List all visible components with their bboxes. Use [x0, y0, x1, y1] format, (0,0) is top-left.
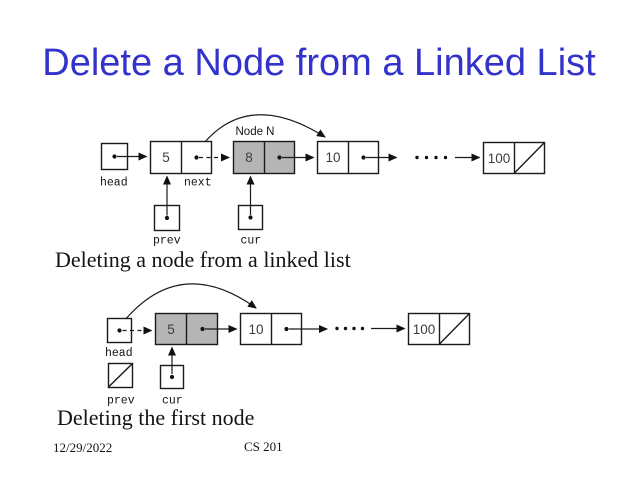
head-label: head [100, 177, 128, 190]
prev-pointer-dot [164, 215, 170, 221]
ellipsis-dot [360, 326, 365, 331]
ellipsis-dots [335, 326, 365, 331]
ellipsis-dot [424, 155, 429, 160]
footer-date: 12/29/2022 [53, 440, 113, 455]
ellipsis-dot [352, 326, 356, 331]
node10-value: 10 [248, 322, 263, 337]
head-pointer-dot [112, 154, 117, 159]
next-label: next [184, 177, 212, 190]
node100-null-slash [514, 142, 545, 174]
cur-pointer-dot [248, 215, 253, 220]
node5-value: 5 [167, 322, 175, 337]
head-pointer-box [106, 317, 133, 344]
node100-value: 100 [413, 322, 436, 337]
ellipsis-dot [434, 155, 438, 160]
prev-label: prev [153, 235, 181, 248]
ellipsis-dot [335, 326, 339, 331]
node8-value: 8 [245, 150, 253, 165]
footer-course: CS 201 [244, 439, 283, 454]
node100-null-slash [439, 313, 470, 345]
ellipsis-dot [443, 155, 448, 160]
node5-value: 5 [162, 150, 170, 165]
caption-deleting-middle: Deleting a node from a linked list [55, 247, 351, 272]
node-n-label: Node N [236, 126, 275, 138]
node10-next-dot [361, 155, 366, 160]
caption-deleting-first: Deleting the first node [57, 405, 255, 430]
ellipsis-dot [415, 155, 419, 160]
prev-label: prev [107, 395, 135, 408]
relink-arc-arrow [196, 114, 326, 153]
node5-next-dot [194, 155, 199, 160]
node10-next-dot [284, 326, 289, 332]
prev-null-slash [108, 363, 133, 388]
head-label: head [105, 347, 133, 360]
ellipsis-dots [415, 155, 448, 160]
slide-title: Delete a Node from a Linked List [42, 42, 596, 84]
diagram-delete-first-node: 5 10 100 head [105, 283, 471, 408]
node100-value: 100 [488, 151, 511, 166]
diagram-delete-middle-node: 5 Node N 8 10 100 [100, 114, 546, 248]
node5-next-dot [200, 326, 205, 332]
cur-label: cur [241, 235, 262, 248]
node8-next-dot [277, 155, 282, 160]
ellipsis-dot [343, 326, 348, 331]
relink-arc-arrow [119, 283, 257, 327]
cur-pointer-dot [169, 374, 175, 380]
head-pointer-dot [117, 328, 122, 333]
node10-value: 10 [325, 150, 340, 165]
cur-label: cur [162, 395, 183, 408]
